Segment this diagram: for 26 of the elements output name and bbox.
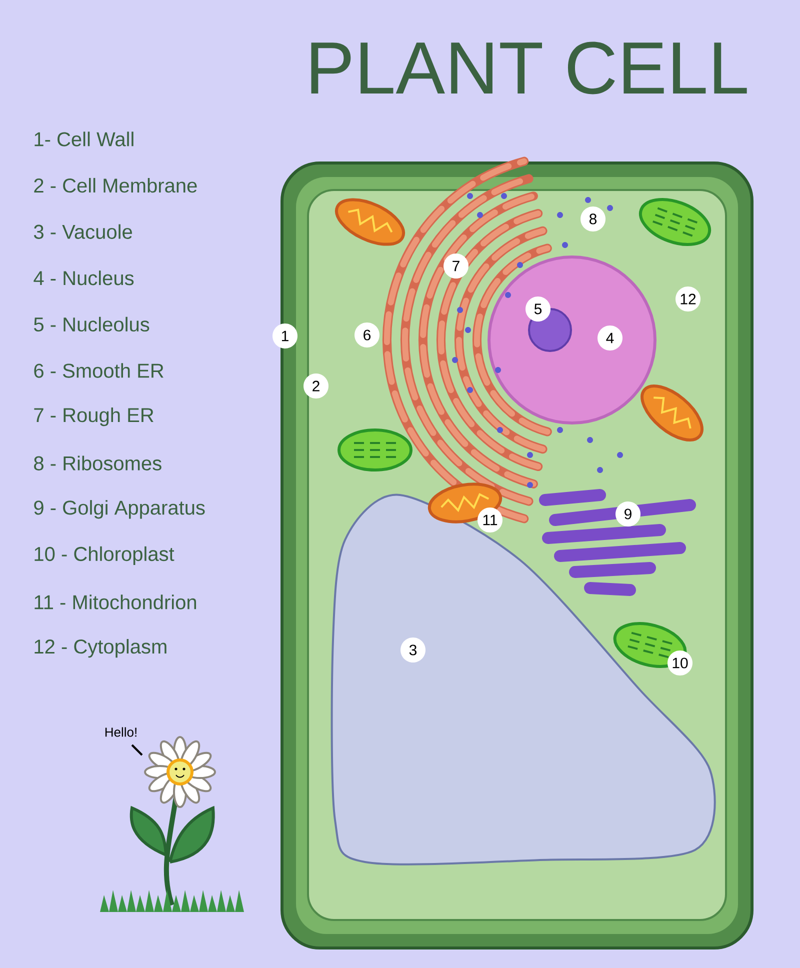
callout-number: 6 [354,322,380,348]
callout-number: 12 [676,286,700,312]
callout-number: 3 [400,638,426,662]
callout-number: 11 [478,508,502,532]
key-text: 11 - Mitochondrion [34,594,196,610]
title: PLANT CELL [311,42,747,94]
key-text: 10 - Chloroplast [34,546,174,566]
callout-number: 4 [598,326,622,350]
key-text: 9 - Golgi Apparatus [34,500,205,519]
callout-number: 7 [444,254,468,278]
key-text: 2 - Cell Membrane [34,178,197,193]
key-text: 1- Cell Wall [34,132,134,146]
key-text: 7 - Rough ER [34,407,154,426]
callout-number: 1 [272,324,298,348]
callout-number: 2 [304,374,328,398]
key-text: 8 - Ribosomes [34,456,162,470]
key-text: 4 - Nucleus [34,270,134,286]
key-text: 3 - Vacuole [34,224,132,239]
callout-number: 5 [526,296,550,322]
callout-number: 9 [616,502,640,526]
key-text: 5 - Nucleolus [34,316,150,332]
callout-number: 10 [668,650,692,676]
key-text: 6 - Smooth ER [34,363,164,378]
key-text: 12 - Cytoplasm [34,638,166,658]
speech-text: Hello! [105,727,136,737]
callout-number: 8 [580,206,606,232]
